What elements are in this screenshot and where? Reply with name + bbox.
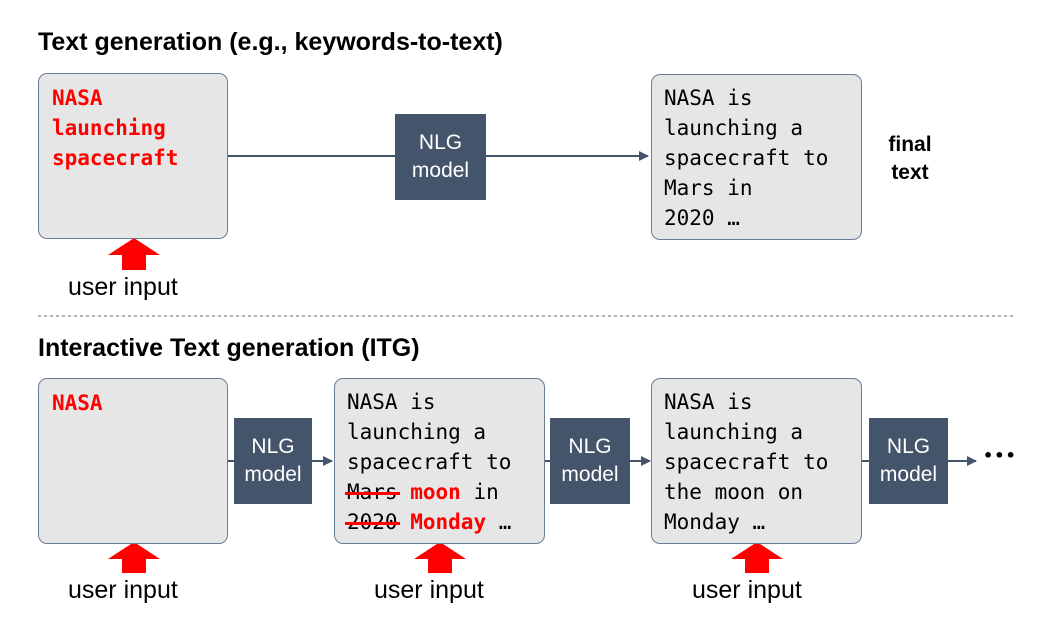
user-input-label: user input (68, 576, 178, 604)
section-heading-itg: Interactive Text generation (ITG) (38, 334, 420, 362)
inserted-word: moon (410, 480, 461, 504)
user-input-label: user input (68, 273, 178, 301)
generated-line: spacecraft to (664, 450, 829, 474)
final-label-line: final (888, 133, 932, 156)
output-line: NASA is (664, 86, 753, 110)
model-label-line: model (561, 463, 619, 486)
section-heading-text-generation: Text generation (e.g., keywords-to-text) (38, 28, 503, 56)
nlg-model-block: NLG model (395, 114, 486, 200)
model-label-line: NLG (251, 435, 295, 458)
user-input-label: user input (692, 576, 802, 604)
generated-line: NASA is (664, 390, 753, 414)
generated-line: the moon on (664, 480, 804, 504)
edited-line: Mars moon in (347, 477, 511, 507)
final-label-line: text (891, 161, 929, 184)
output-line: 2020 … (664, 206, 740, 230)
itg-input-box: NASA (38, 378, 228, 544)
line-remainder: in (460, 480, 499, 504)
continuation-ellipsis: ••• (983, 446, 1017, 465)
model-label-line: NLG (418, 131, 463, 154)
user-input-label: user input (374, 576, 484, 604)
keyword: NASA (52, 391, 103, 415)
struck-word: 2020 (347, 510, 398, 534)
itg-output-text-box: NASA is launching a spacecraft to the mo… (651, 378, 862, 544)
line-remainder: … (486, 510, 512, 534)
nlg-model-block-1: NLG model (234, 418, 312, 504)
model-label-line: NLG (568, 435, 612, 458)
final-text-label: final text (880, 131, 940, 187)
keyword: launching (52, 116, 166, 140)
user-input-arrow-icon (108, 238, 160, 270)
inserted-word: Monday (410, 510, 487, 534)
edited-line: 2020 Monday … (347, 507, 511, 537)
model-label-line: model (411, 159, 470, 182)
user-input-arrow-icon (108, 542, 160, 573)
output-text-box: NASA is launching a spacecraft to Mars i… (651, 74, 862, 240)
nlg-model-block-3: NLG model (869, 418, 948, 504)
itg-edited-text-box: NASA is launching a spacecraft to Mars m… (334, 378, 545, 544)
model-label-line: model (244, 463, 302, 486)
generated-line: launching a (347, 420, 487, 444)
input-keywords-box: NASA launching spacecraft (38, 73, 228, 239)
user-input-arrow-icon (731, 542, 783, 573)
output-line: spacecraft to (664, 146, 829, 170)
struck-word: Mars (347, 480, 398, 504)
user-input-arrow-icon (414, 542, 466, 573)
model-label-line: model (879, 463, 938, 486)
generated-line: launching a (664, 420, 804, 444)
nlg-model-block-2: NLG model (550, 418, 630, 504)
output-line: launching a (664, 116, 804, 140)
keyword: NASA (52, 86, 103, 110)
keyword: spacecraft (52, 146, 179, 170)
generated-line: spacecraft to (347, 450, 512, 474)
model-label-line: NLG (886, 435, 931, 458)
generated-line: Monday … (664, 510, 766, 534)
output-line: Mars in (664, 176, 753, 200)
generated-line: NASA is (347, 390, 436, 414)
